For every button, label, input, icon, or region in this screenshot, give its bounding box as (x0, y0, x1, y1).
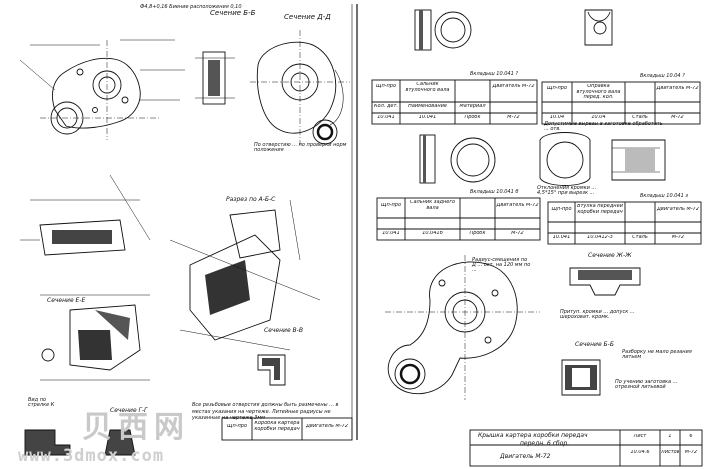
chip-note: По отверстию ... по проверки норм положе… (254, 142, 347, 153)
section-label-zh: Сечение Ж-Ж (588, 252, 632, 259)
title-right-list: Лист (633, 434, 647, 439)
block2-title: Вкладыш 10.04 ? (640, 73, 685, 79)
block1-hdr-a: Кол. дет. (373, 104, 399, 109)
block4-r1d: М-72 (671, 235, 685, 240)
block4-r1a: 10.041 (552, 235, 571, 240)
title-right-lists: Листов (661, 450, 679, 455)
right-note-1: Радиус-смещения по Д ... ост. на 120 мм … (472, 257, 531, 273)
block1-hdr-b: Наименование (408, 104, 447, 109)
block1-r1b: 10.041 (418, 115, 437, 120)
block3-h2: Сальник заднего вала (409, 200, 456, 211)
watermark-url: www.3dmox.com (18, 446, 165, 466)
right-note-2: Разборку не мало резания литьем (622, 349, 692, 360)
watermark-logo: 贝西网 (82, 410, 190, 445)
block1-h1: Щп-про (375, 84, 397, 89)
title-right-engine: Двигатель М-72 (500, 453, 551, 460)
section-label-bb2: Сечение Б-Б (575, 341, 614, 348)
block1-hdr-c: Материал (459, 104, 486, 109)
title-right-line2: передн. 6 сбор. (520, 440, 570, 447)
block4-h1: Щп-про (551, 207, 572, 212)
title-right-code: 10.04.6 (630, 450, 650, 455)
block3-title: Вкладыш 10.041 б (470, 189, 519, 195)
block2-h2: Оправка втулочного вала перед. кол. (576, 84, 621, 100)
title-right-n2: 6 (689, 434, 693, 439)
block3-h1: Щп-про (380, 203, 402, 208)
block2-r1d: М-72 (671, 115, 684, 120)
block2-h3: Двигатель М-72 (656, 86, 699, 91)
title-left-b: Коробка картера коробки передач (254, 421, 300, 432)
block3-h3: Двигатель М-72 (496, 203, 539, 208)
right-note-3: Притуп. кромки ... допуск ... шероховат.… (560, 309, 635, 320)
title-left-a: Щп-про (226, 424, 248, 429)
tolerance-note: Ф4,8+0,16 Биение расположения 0,10 (140, 4, 242, 10)
block2-h1: Щп-про (546, 86, 568, 91)
block2-r1a: 10.04 (549, 115, 565, 120)
general-notes: Все резьбовые отверстия должны быть разм… (192, 402, 339, 421)
view-ref: Вид по стрелке К (28, 397, 55, 408)
block3-r1b: 10.041б (422, 231, 443, 236)
right-note-4: По учению заготовка ... отрезной литьево… (615, 379, 678, 390)
title-right-n1: 1 (668, 434, 672, 439)
block1-r1a: 10.041 (377, 115, 395, 120)
right-mid-note: Допустимые вырезы в заготовке обработать… (544, 121, 663, 132)
block4-h2: Втулка передней коробки передач (577, 204, 623, 215)
section-label-dd: Сечение Д-Д (284, 13, 331, 21)
section-label-gg: Сечение Г-Г (110, 407, 148, 414)
title-right-line1: Крышка картера коробки передач (478, 432, 588, 439)
block1-r1d: М-72 (507, 115, 520, 120)
section-label-ab: Разрез по А-Б-С (226, 196, 276, 203)
right-mid-note-2: Отклонения кромки ... 4,5*15° при вырезк… (537, 185, 597, 196)
section-label-vv: Сечение В-В (264, 327, 303, 334)
block2-r1b: 10.04 (591, 115, 606, 120)
title-left-c: Двигатель М-72 (306, 424, 348, 429)
block4-h3: Двигатель М-72 (657, 207, 699, 212)
block4-r1b: 10.0412-3 (587, 235, 613, 240)
block1-h2: Сальник втулочного вала (405, 82, 450, 93)
block1-title: Вкладыш 10.041 ? (470, 71, 519, 77)
title-right-sm: М-72 (684, 450, 698, 455)
block2-r1c: Сталь (632, 115, 648, 120)
section-label-bb: Сечение Б-Б (210, 9, 256, 17)
block1-r1c: Пробк (464, 115, 481, 120)
block3-r1d: М-72 (511, 231, 524, 236)
block3-r1c: Пробк (469, 231, 486, 236)
section-label-ee: Сечение Е-Е (47, 297, 86, 304)
block1-h3: Двигатель М-72 (492, 84, 535, 89)
block4-title: Вкладыш 10.041 з (640, 193, 689, 199)
block4-r1c: Сталь (632, 235, 648, 240)
block3-r1a: 10.041 (382, 231, 400, 236)
